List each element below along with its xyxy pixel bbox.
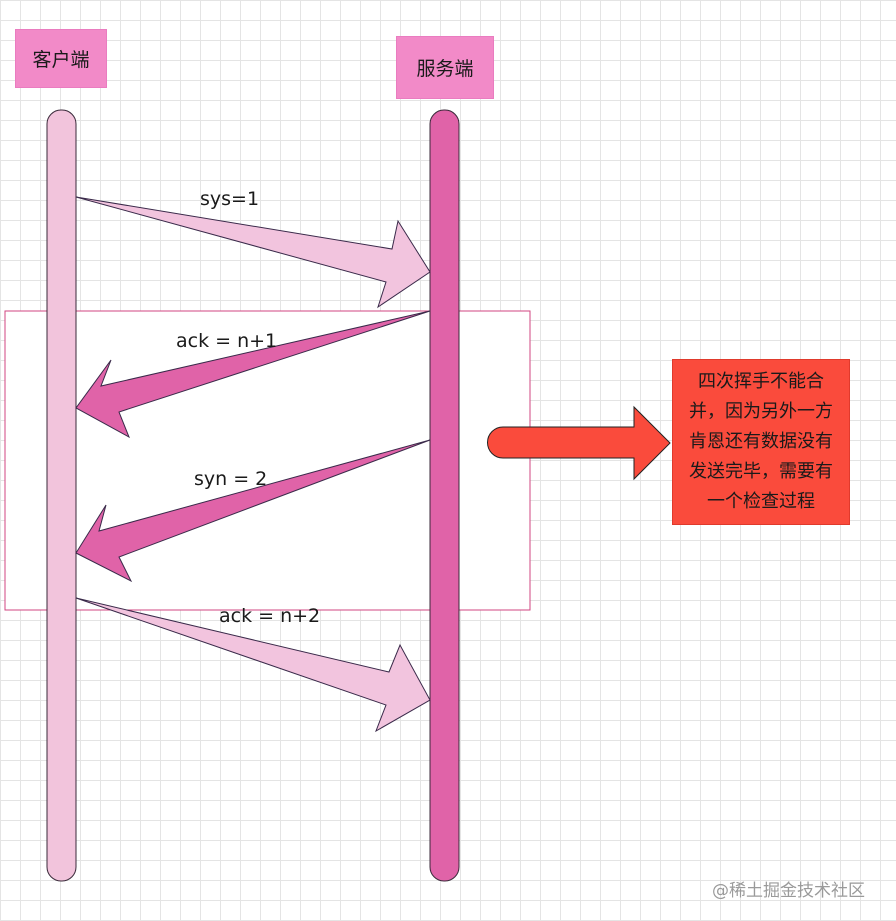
client-box: 客户端 (15, 29, 107, 88)
message-arrow-2 (75, 310, 431, 439)
message-arrow-4 (75, 597, 431, 733)
message-label-4: ack = n+2 (219, 605, 321, 627)
note-text: 四次挥手不能合并，因为另外一方肯恩还有数据没有发送完毕，需要有一个检查过程 (689, 371, 833, 512)
note-pointer-arrow (487, 405, 671, 481)
server-box: 服务端 (396, 36, 494, 99)
message-arrow-1 (75, 196, 431, 309)
client-lifeline (46, 109, 77, 882)
message-label-3: syn = 2 (194, 468, 268, 490)
client-label: 客户端 (32, 49, 90, 71)
note-box: 四次挥手不能合并，因为另外一方肯恩还有数据没有发送完毕，需要有一个检查过程 (672, 359, 850, 525)
message-label-2: ack = n+1 (176, 330, 278, 352)
watermark: @稀土掘金技术社区 (712, 881, 865, 901)
message-label-1: sys=1 (200, 188, 260, 210)
server-lifeline (429, 109, 460, 882)
server-label: 服务端 (416, 58, 474, 80)
message-arrow-3 (75, 439, 431, 583)
